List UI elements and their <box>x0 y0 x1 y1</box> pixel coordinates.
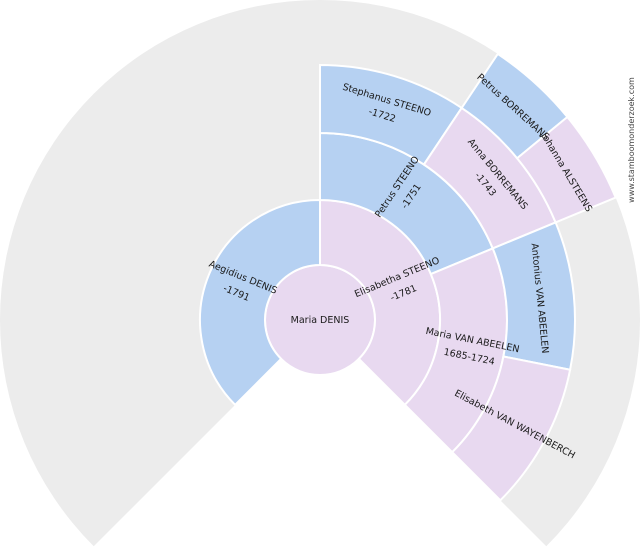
person-segment-aegidius-denis[interactable] <box>199 198 321 407</box>
site-watermark: www.stamboomonderzoek.com <box>627 77 636 203</box>
person-name: Maria DENIS <box>291 315 350 326</box>
person-segment-johanna-alsteens[interactable] <box>515 115 617 224</box>
person-segment-elisabeth-van-wayenberch[interactable] <box>450 355 572 502</box>
ancestor-segments <box>199 52 617 502</box>
